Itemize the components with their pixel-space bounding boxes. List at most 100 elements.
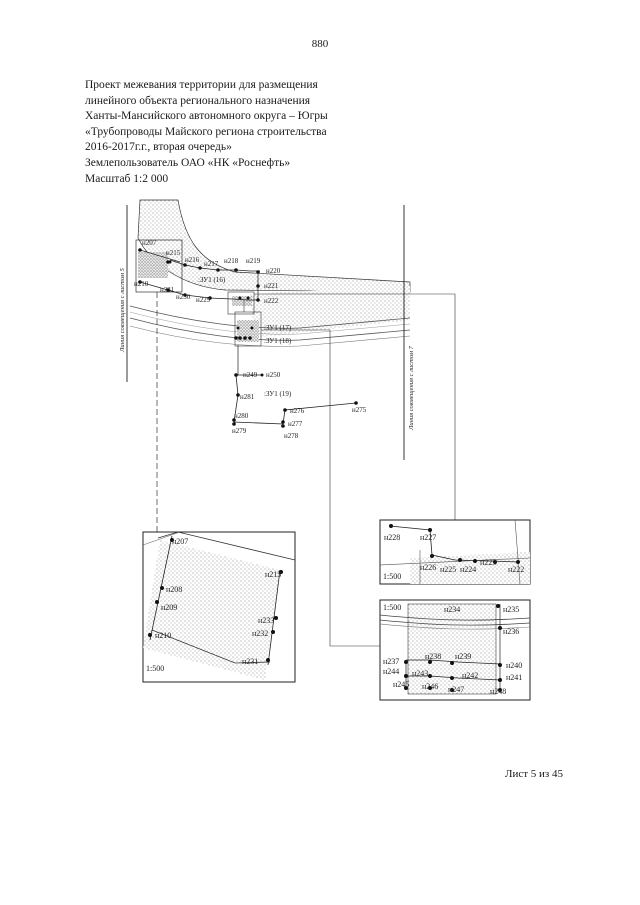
inset-left: н207 н215 н208 н209 н210 н233 н232 н231 … — [142, 531, 296, 683]
title-line: «Трубопроводы Майского региона строитель… — [85, 125, 327, 138]
point-label: н222 — [264, 297, 279, 305]
parcel-fill — [408, 604, 496, 694]
point-label: н248 — [490, 687, 506, 696]
inset-frame — [227, 291, 255, 315]
land-user-line: Землепользователь ОАО «НК «Роснефть» — [85, 156, 291, 169]
point-label: н220 — [266, 267, 281, 275]
survey-points — [389, 524, 520, 564]
point-label: н223 — [480, 558, 496, 567]
point-label: н207 — [172, 537, 188, 546]
page-number: 880 — [311, 38, 329, 50]
main-map: Линия совмещения с листом 5 Линия совмещ… — [119, 199, 456, 647]
scale-label: 1:500 — [146, 664, 164, 673]
sheet-number: Лист 5 из 45 — [505, 768, 564, 780]
survey-points — [404, 604, 502, 692]
boundary-line — [406, 675, 501, 681]
pipeline-line — [129, 311, 411, 335]
boundary-line — [379, 557, 531, 566]
point-label: н277 — [288, 420, 303, 428]
point-label: н208 — [166, 585, 182, 594]
parcel-fill — [410, 552, 530, 584]
point-label: н215 — [166, 249, 181, 257]
point-label: н237 — [383, 657, 399, 666]
point-label: н228 — [384, 533, 400, 542]
point-label: н231 — [160, 286, 175, 294]
parcel-boundary — [407, 603, 497, 695]
point-label: н278 — [284, 432, 299, 440]
inset-frame — [234, 311, 262, 347]
point-label: н217 — [204, 260, 219, 268]
leader-line — [261, 329, 380, 647]
parcel-fill — [138, 252, 168, 278]
point-label: н238 — [425, 652, 441, 661]
point-label: н224 — [460, 565, 476, 574]
scale-line: Масштаб 1:2 000 — [85, 172, 169, 185]
point-label: н210 — [155, 631, 171, 640]
parcel-label: :ЗУ1 (16) — [198, 276, 226, 284]
point-label: н280 — [234, 412, 249, 420]
corridor-fill — [250, 286, 410, 338]
parcel-fill — [232, 296, 252, 306]
boundary-line — [151, 629, 271, 664]
parcel-fill — [143, 540, 280, 680]
point-label: н275 — [352, 406, 367, 414]
survey-points — [138, 248, 358, 428]
point-label: н240 — [506, 661, 522, 670]
point-label: н276 — [290, 407, 305, 415]
parcel-label: :ЗУ1 (17) — [264, 324, 292, 332]
point-label: н225 — [440, 565, 456, 574]
point-label: н222 — [508, 565, 524, 574]
point-label: н279 — [232, 427, 247, 435]
parcel-boundary — [233, 374, 357, 425]
survey-points — [148, 538, 283, 662]
right-match-line-label: Линия совмещения с листом 7 — [408, 345, 415, 431]
boundary-line — [167, 289, 258, 301]
point-label: н236 — [503, 627, 519, 636]
parcel-fill — [237, 320, 259, 342]
road-corridor — [137, 199, 411, 293]
leader-line — [254, 293, 456, 520]
point-label: н242 — [462, 671, 478, 680]
point-label: н215 — [265, 570, 281, 579]
point-label: н216 — [185, 256, 200, 264]
boundary-line — [139, 249, 181, 263]
point-label: н218 — [224, 257, 239, 265]
pipeline-line — [379, 614, 531, 621]
point-label: н232 — [252, 629, 268, 638]
point-label: н227 — [420, 533, 436, 542]
point-label: н221 — [264, 282, 279, 290]
left-match-line-label: Линия совмещения с листом 5 — [119, 267, 126, 353]
point-label: н231 — [242, 657, 258, 666]
parcel-label: :ЗУ1 (19) — [264, 390, 292, 398]
point-label: н239 — [455, 652, 471, 661]
point-label: н241 — [506, 673, 522, 682]
point-label: н244 — [383, 667, 399, 676]
title-line: Ханты-Мансийского автономного округа – Ю… — [85, 110, 328, 123]
pipeline-line — [129, 325, 411, 347]
point-label: н250 — [266, 371, 281, 379]
point-label: н234 — [444, 605, 460, 614]
scale-label: 1:500 — [383, 603, 401, 612]
point-label: н249 — [243, 371, 258, 379]
pipeline-line — [379, 623, 531, 630]
point-label: н243 — [412, 669, 428, 678]
point-label: н229 — [196, 296, 211, 304]
point-label: н235 — [503, 605, 519, 614]
point-label: н210 — [134, 280, 149, 288]
point-label: н233 — [258, 616, 274, 625]
title-block: Проект межевания территории для размещен… — [85, 78, 405, 187]
point-label: н226 — [420, 563, 436, 572]
boundary-line — [267, 569, 281, 666]
title-line: линейного объекта регионального назначен… — [85, 94, 311, 107]
point-label: н219 — [246, 257, 261, 265]
point-label: н246 — [422, 682, 438, 691]
point-label: н247 — [448, 685, 464, 694]
point-label: н207 — [142, 239, 157, 247]
scale-label: 1:500 — [383, 572, 401, 581]
pipeline-line — [129, 317, 411, 341]
point-label: н209 — [161, 603, 177, 612]
parcel-label: :ЗУ1 (18) — [264, 337, 292, 345]
inset-bottom-right: н234 н235 н236 н237 н238 н239 н240 н244 … — [379, 599, 531, 701]
inset-frame — [135, 239, 183, 293]
